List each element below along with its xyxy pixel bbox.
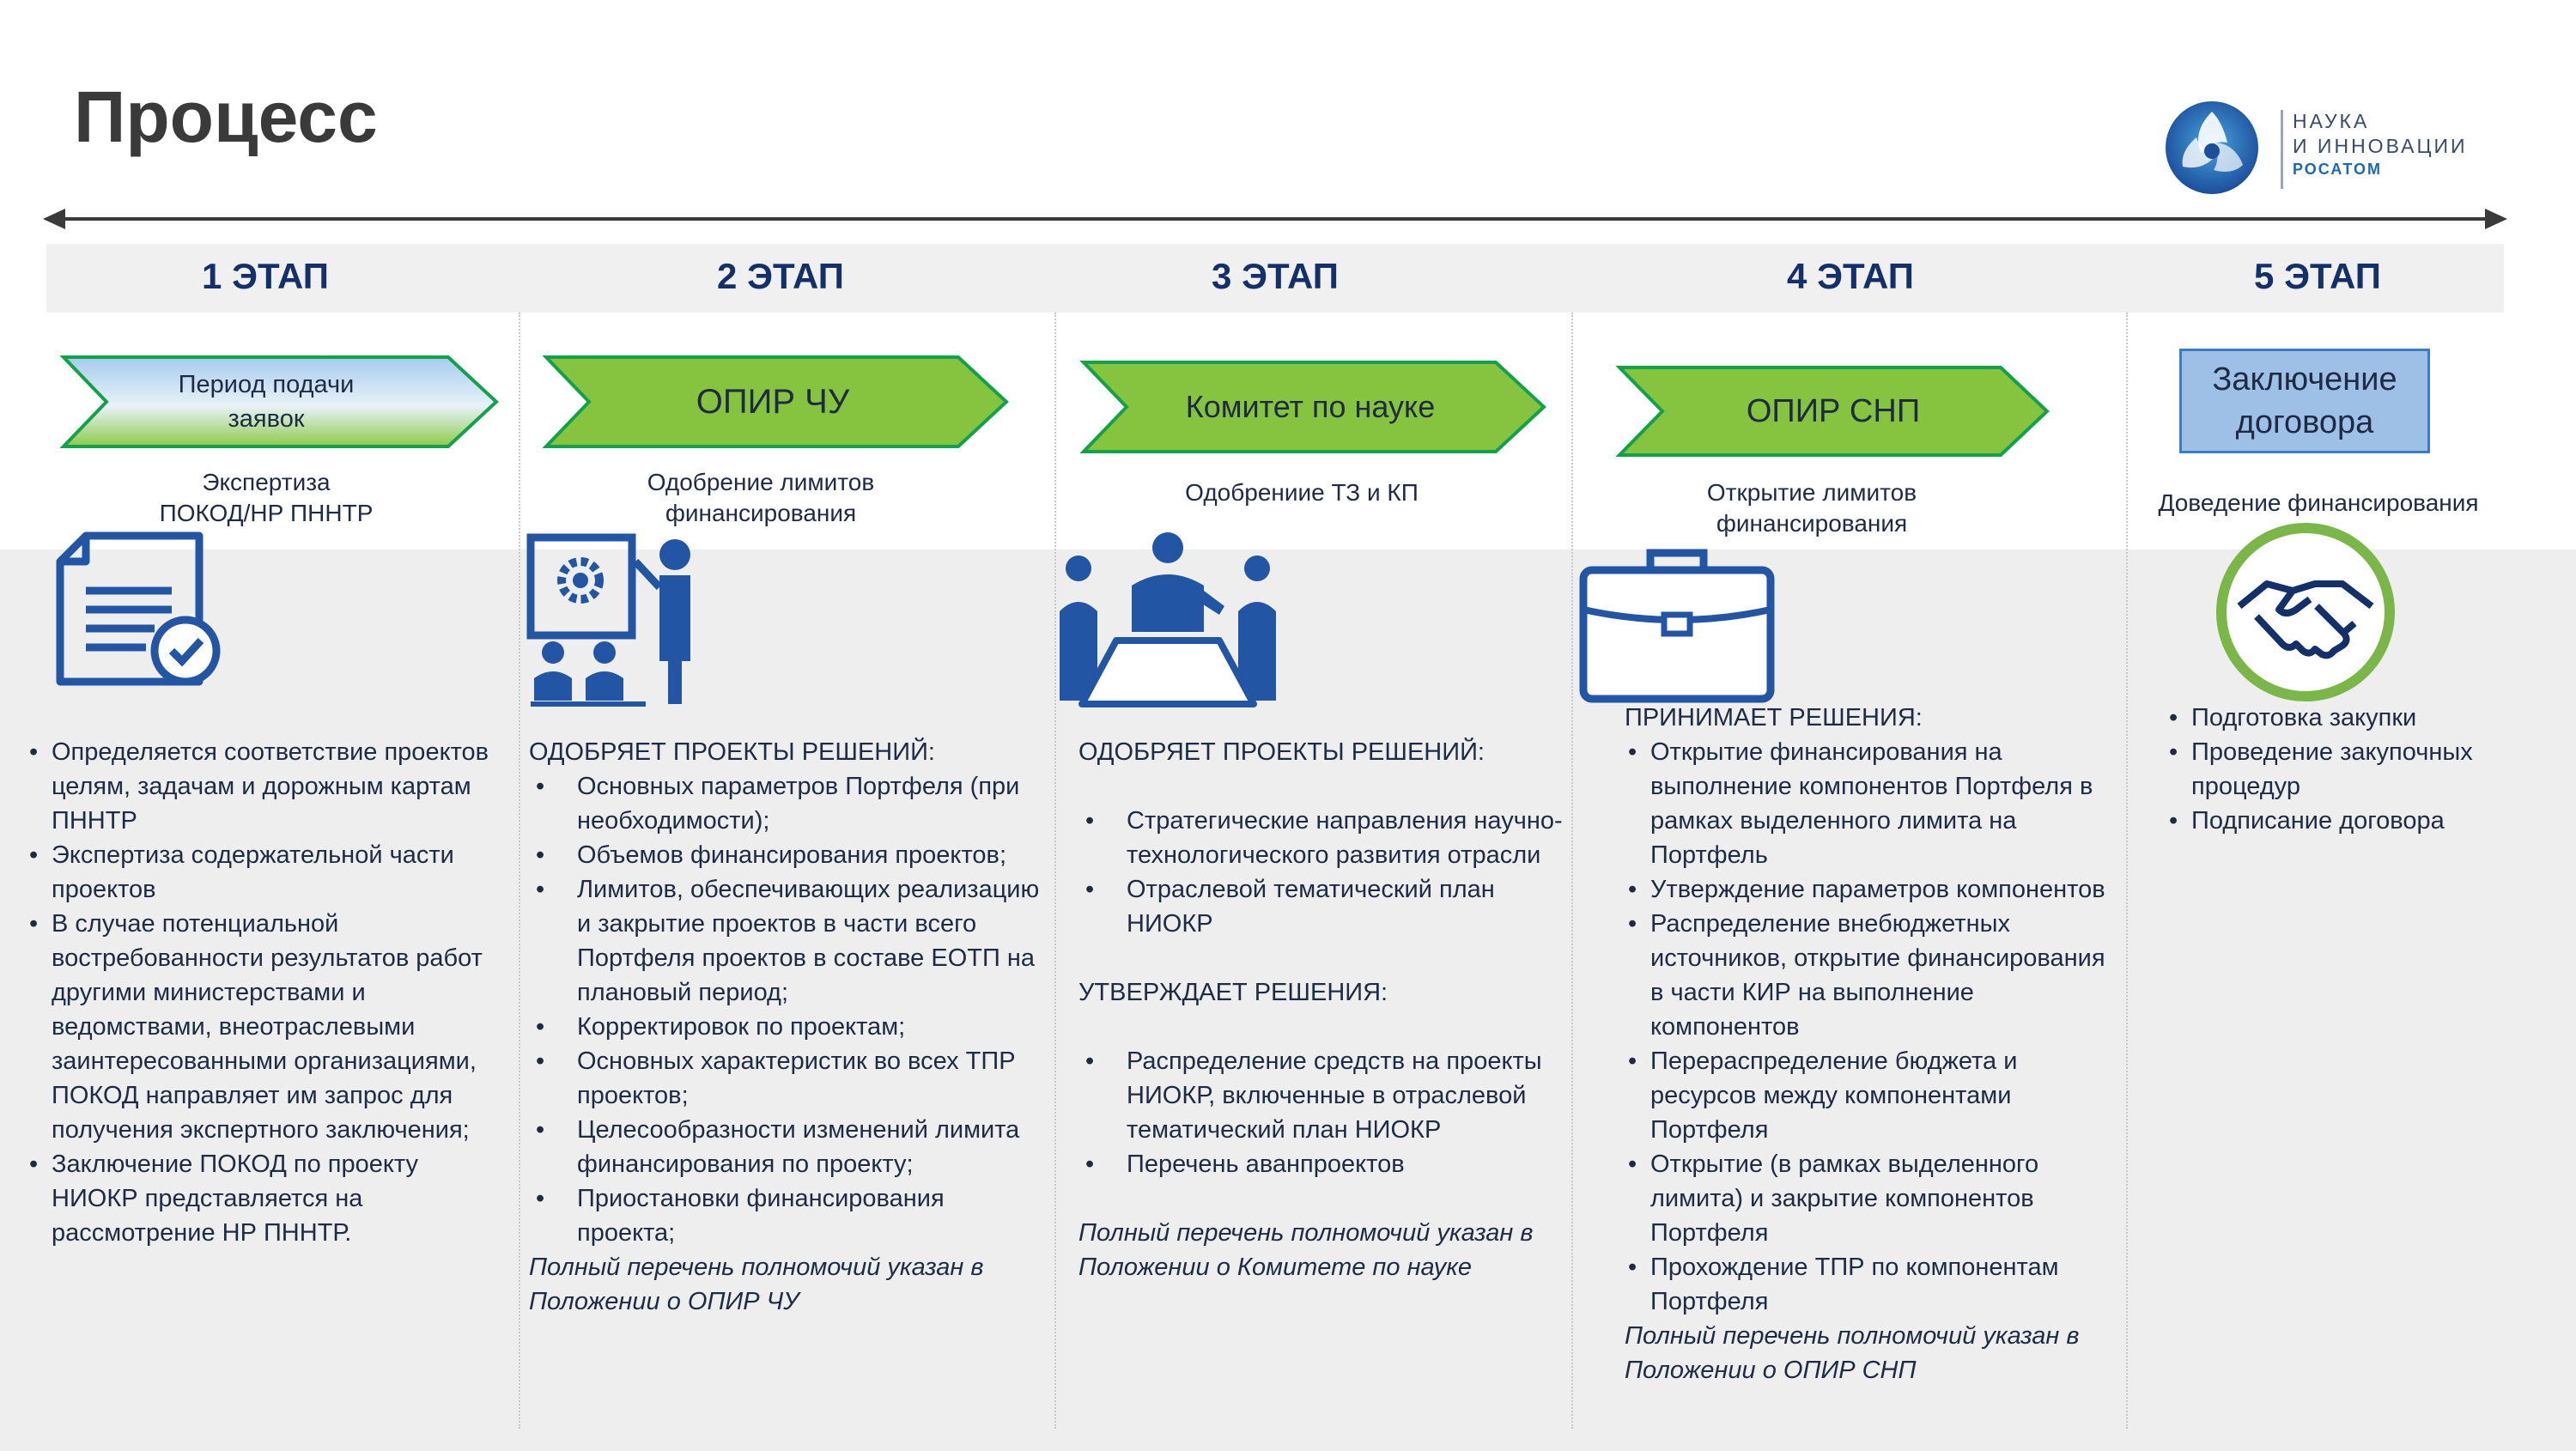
stage-3-label: 3 ЭТАП <box>1212 256 1339 296</box>
stage-2-note: Полный перечень полномочий указан в Поло… <box>529 1254 984 1315</box>
page-title: Процесс <box>74 76 378 157</box>
stage-5-box-line-1: Заключение <box>2212 361 2397 398</box>
stage-3-arrow <box>1080 361 1546 453</box>
stage-2-bullet: Основных характеристик во всех ТПР проек… <box>529 1044 1044 1113</box>
stage-4-label: 4 ЭТАП <box>1787 256 1914 296</box>
stage-5-label: 5 ЭТАП <box>2254 256 2381 296</box>
logo-line-3: РОСАТОМ <box>2293 161 2382 178</box>
stage-1-arrow-line-2: заявок <box>228 405 305 433</box>
logo-divider <box>2281 110 2283 189</box>
timeline-arrow <box>43 209 2507 229</box>
stage-1-bullet: Заключение ПОКОД по проекту НИОКР предст… <box>26 1147 507 1250</box>
stage-5-caption: Доведение финансирования <box>2158 489 2479 516</box>
logo-line-1: НАУКА <box>2293 110 2370 132</box>
logo-line-2: И ИННОВАЦИИ <box>2293 135 2468 157</box>
stage-2-bullet: Объемов финансирования проектов; <box>529 838 1044 872</box>
stage-3-content: ОДОБРЯЕТ ПРОЕКТЫ РЕШЕНИЙ: Стратегические… <box>1078 735 1568 1284</box>
stage-2-caption: Одобрение лимитов финансирования <box>580 467 941 529</box>
briefcase-icon <box>1579 549 1775 703</box>
stage-1-arrow-label: Период подачи заявок <box>103 361 429 443</box>
stage-4-arrow-label: ОПИР СНП <box>1746 392 1921 429</box>
column-divider <box>519 313 520 1429</box>
stage-4-caption-line-2: финансирования <box>1716 509 1908 537</box>
stage-3-bullet-list-1: Стратегические направления научно-технол… <box>1078 804 1568 941</box>
stage-3-bullet-list-2: Распределение средств на проекты НИОКР, … <box>1078 1044 1568 1181</box>
stage-2-heading: ОДОБРЯЕТ ПРОЕКТЫ РЕШЕНИЙ: <box>529 738 935 766</box>
stage-1-bullet: В случае потенциальной востребованности … <box>26 907 507 1147</box>
stage-4-arrow <box>1616 366 2050 457</box>
stage-3-arrow-label: Комитет по науке <box>1185 389 1436 424</box>
stage-5-bullet: Подготовка закупки <box>2166 701 2509 735</box>
stage-5-bullet: Подписание договора <box>2166 804 2509 838</box>
stage-3-bullet: Отраслевой тематический план НИОКР <box>1078 872 1568 941</box>
stage-1-bullet: Экспертиза содержательной части проектов <box>26 838 507 907</box>
stage-4-bullet-list: Открытие финансирования на выполнение ко… <box>1625 735 2123 1319</box>
stage-3-bullet: Распределение средств на проекты НИОКР, … <box>1078 1044 1568 1147</box>
presentation-icon <box>526 533 690 707</box>
spacer <box>1078 1181 1568 1216</box>
stage-1-caption-line-1: Экспертиза <box>202 469 331 495</box>
stage-1-caption: Экспертиза ПОКОД/НР ПННТР <box>86 467 447 529</box>
stage-header-band <box>46 244 2504 313</box>
logo-text: НАУКА И ИННОВАЦИИ РОСАТОМ <box>2293 110 2468 178</box>
stage-4-bullet: Распределение внебюджетных источников, о… <box>1625 907 2123 1044</box>
column-divider <box>1054 313 1056 1429</box>
stage-3-caption: Одобрениие ТЗ и КП <box>1185 479 1419 506</box>
stage-1-arrow-line-1: Период подачи <box>178 371 355 398</box>
handshake-icon <box>2216 523 2395 701</box>
stage-2-arrow <box>543 355 1009 448</box>
column-divider <box>2126 313 2128 1429</box>
stage-4-bullet: Прохождение ТПР по компонентам Портфеля <box>1625 1250 2123 1319</box>
stage-3-heading-2: УТВЕРЖДАЕТ РЕШЕНИЯ: <box>1078 979 1388 1006</box>
stage-2-label: 2 ЭТАП <box>717 256 844 296</box>
rosatom-logo-icon <box>2166 101 2258 194</box>
rosatom-logo: НАУКА И ИННОВАЦИИ РОСАТОМ <box>2164 96 2473 199</box>
stage-3-bullet: Перечень аванпроектов <box>1078 1147 1568 1181</box>
stage-4-caption-line-1: Открытие лимитов <box>1706 479 1917 506</box>
stage-1-bullet: Определяется соответствие проектов целям… <box>26 735 507 838</box>
spacer <box>1078 1010 1568 1044</box>
stage-1-bullet-list: Определяется соответствие проектов целям… <box>26 735 507 1250</box>
stage-2-bullet-list: Основных параметров Портфеля (при необхо… <box>529 769 1044 1250</box>
stage-4-note: Полный перечень полномочий указан в Поло… <box>1625 1322 2080 1384</box>
stage-1-label: 1 ЭТАП <box>202 256 329 296</box>
stage-3-heading-1: ОДОБРЯЕТ ПРОЕКТЫ РЕШЕНИЙ: <box>1078 738 1485 766</box>
stage-3-note: Полный перечень полномочий указан в Поло… <box>1078 1219 1534 1281</box>
stage-2-bullet: Целесообразности изменений лимита финанс… <box>529 1113 1044 1181</box>
stage-3-bullet: Стратегические направления научно-технол… <box>1078 804 1568 872</box>
document-check-icon <box>56 531 221 686</box>
stage-4-bullet: Утверждение параметров компонентов <box>1625 872 2123 907</box>
stage-5-bullet-list: Подготовка закупки Проведение закупочных… <box>2166 701 2509 838</box>
stage-4-bullet: Открытие (в рамках выделенного лимита) и… <box>1625 1147 2123 1250</box>
stage-5-box-line-2: договора <box>2235 404 2374 440</box>
column-divider <box>1571 313 1573 1429</box>
stage-2-caption-line-1: Одобрение лимитов <box>647 469 875 495</box>
stage-4-bullet: Открытие финансирования на выполнение ко… <box>1625 735 2123 872</box>
stage-4-content: ПРИНИМАЕТ РЕШЕНИЯ: Открытие финансирован… <box>1625 701 2123 1387</box>
stage-4-bullet: Перераспределение бюджета и ресурсов меж… <box>1625 1044 2123 1147</box>
stage-5-content: Подготовка закупки Проведение закупочных… <box>2166 701 2509 838</box>
stage-2-bullet: Лимитов, обеспечивающих реализацию и зак… <box>529 872 1044 1010</box>
spacer <box>1078 769 1568 804</box>
stage-2-content: ОДОБРЯЕТ ПРОЕКТЫ РЕШЕНИЙ: Основных парам… <box>529 735 1044 1319</box>
stage-2-bullet: Приостановки финансирования проекта; <box>529 1181 1044 1250</box>
stage-4-caption: Открытие лимитов финансирования <box>1631 477 1992 539</box>
stage-1-arrow <box>60 355 499 448</box>
stage-2-caption-line-2: финансирования <box>665 499 857 526</box>
stage-2-bullet: Основных параметров Портфеля (при необхо… <box>529 769 1044 838</box>
stage-5-bullet: Проведение закупочных процедур <box>2166 735 2509 804</box>
stage-1-content: Определяется соответствие проектов целям… <box>26 735 507 1250</box>
stage-2-bullet: Корректировок по проектам; <box>529 1010 1044 1044</box>
spacer <box>1078 941 1568 975</box>
stage-5-box: Заключение договора <box>2179 349 2430 453</box>
stage-4-heading: ПРИНИМАЕТ РЕШЕНИЯ: <box>1625 704 1923 732</box>
meeting-icon <box>1060 532 1276 707</box>
stage-1-caption-line-2: ПОКОД/НР ПННТР <box>159 499 374 526</box>
stage-2-arrow-label: ОПИР ЧУ <box>696 382 850 421</box>
